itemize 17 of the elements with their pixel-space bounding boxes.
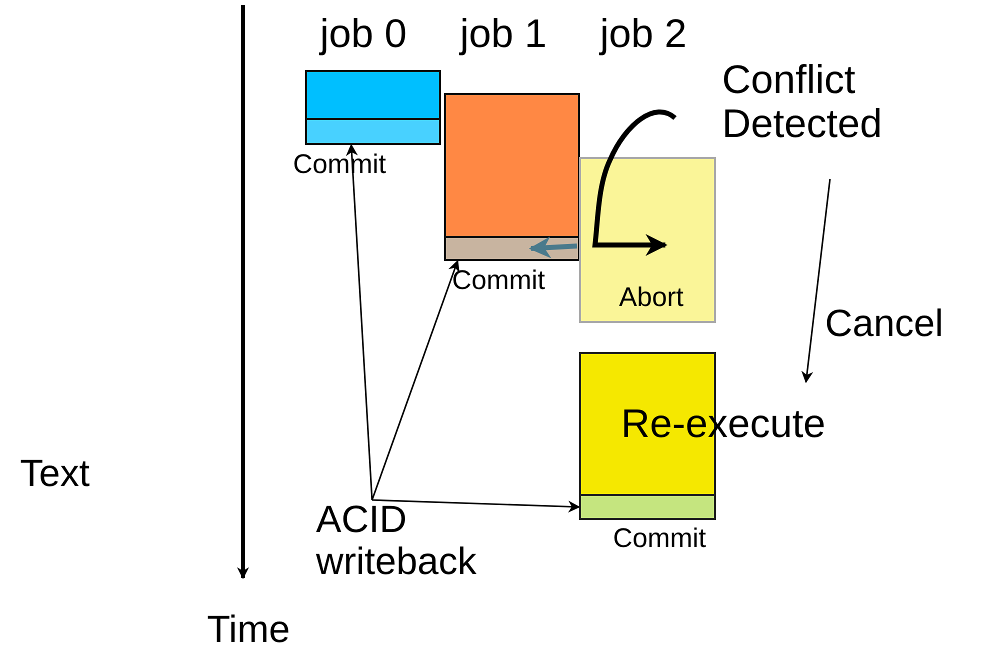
column-header: job 2 bbox=[600, 12, 687, 56]
column-header: job 1 bbox=[460, 12, 547, 56]
column-header: job 0 bbox=[320, 12, 407, 56]
leader-arrow bbox=[372, 499, 580, 513]
commit-label: Commit bbox=[452, 266, 545, 296]
arrow bbox=[592, 110, 676, 256]
block-label: Abort bbox=[619, 283, 684, 313]
axis-title: Time bbox=[207, 610, 290, 652]
leader-arrow bbox=[371, 260, 460, 500]
commit-label: Commit bbox=[613, 524, 706, 554]
abort-block bbox=[579, 157, 716, 323]
axis-side-text: Text bbox=[20, 454, 90, 496]
leader-arrow bbox=[346, 144, 373, 500]
arrow bbox=[528, 236, 578, 258]
annotation-text: ACID writeback bbox=[316, 500, 478, 584]
arrow bbox=[801, 178, 831, 384]
annotation-text: Conflict Detected bbox=[722, 58, 884, 146]
